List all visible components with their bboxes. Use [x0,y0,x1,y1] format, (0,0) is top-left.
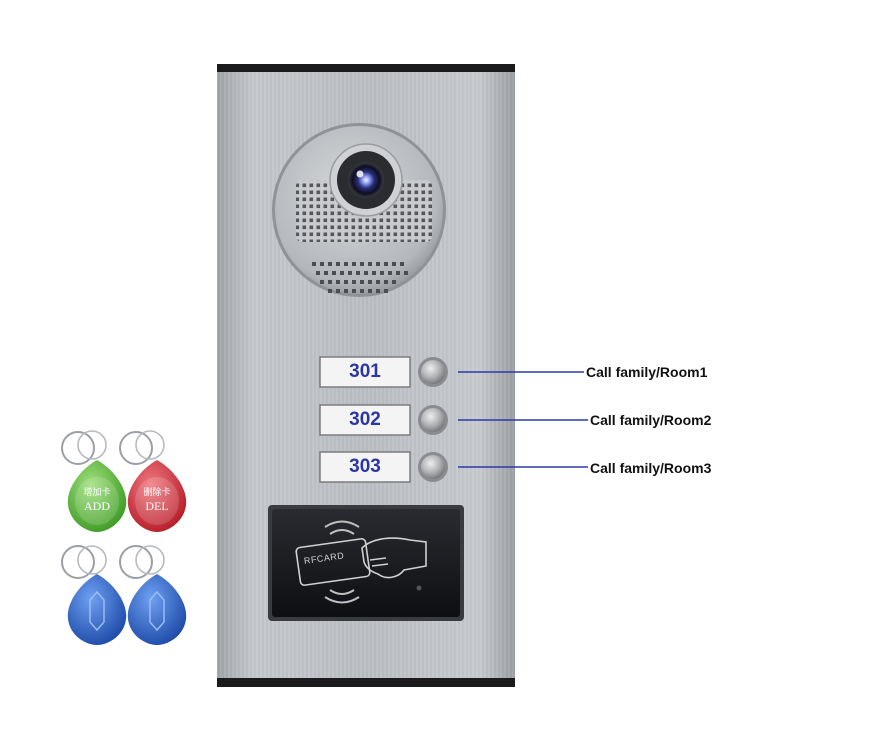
panel-top-cap [217,64,515,72]
speaker-grill-lower [312,262,408,293]
camera-lens-icon [348,162,384,198]
room-number-303: 303 [349,456,381,477]
rf-wave-bottom-outer-icon [324,596,360,604]
tag-user-2 [119,545,187,645]
room-row-1 [319,356,584,388]
call-button-302[interactable] [421,408,445,432]
tag-add-ring-2 [77,430,107,460]
call-button-301[interactable] [421,360,445,384]
tag-user-1-body [67,574,127,645]
panel-bottom-cap [217,678,515,687]
tag-add-body [67,460,127,532]
tag-user-2-ring [119,545,153,579]
room-number-302: 302 [349,409,381,430]
tag-del-body [127,460,187,532]
rf-wave-bottom-icon [329,589,355,595]
tag-del-ring-2 [135,430,165,460]
tag-user-1-ring [61,545,95,579]
room-plate-303 [319,451,411,483]
room-1-callout-label: Call family/Room1 [586,364,708,380]
tag-user-2-emblem-icon [149,590,165,632]
tag-user-1-emblem-icon [89,590,105,632]
tag-del-top-label: 删除卡 [143,487,171,497]
tag-user-1-ring-2 [77,545,107,575]
tag-add-top-label: 增加卡 [83,487,111,497]
tag-user-2-ring-2 [135,545,165,575]
tag-add-ring [61,431,95,465]
room-2-callout-label: Call family/Room2 [590,412,712,428]
camera-module [272,123,446,297]
tag-add-face [75,477,119,525]
rf-card-reader[interactable] [268,505,464,621]
lens-highlight [356,170,364,178]
tag-del [119,430,187,532]
room-plate-301 [319,356,411,388]
tag-del-face [135,477,179,525]
tag-del-ring [119,431,153,465]
hand-fingers-icon [369,557,389,567]
room-row-3 [319,451,588,483]
rf-wave-top-outer-icon [324,520,360,528]
call-button-303[interactable] [421,455,445,479]
reader-indicator-led [416,585,422,591]
tag-add [61,430,127,532]
tag-user-2-body [127,574,187,645]
tag-user-1 [61,545,127,645]
rf-wave-top-icon [329,529,355,535]
tag-del-bottom-label: DEL [145,499,169,513]
tag-add-bottom-label: ADD [84,499,110,513]
hand-icon [361,537,427,579]
room-row-2 [319,404,588,436]
room-number-301: 301 [349,361,381,382]
rf-card-icon [295,538,371,586]
room-plate-302 [319,404,411,436]
reader-face [272,509,460,617]
room-3-callout-label: Call family/Room3 [590,460,712,476]
